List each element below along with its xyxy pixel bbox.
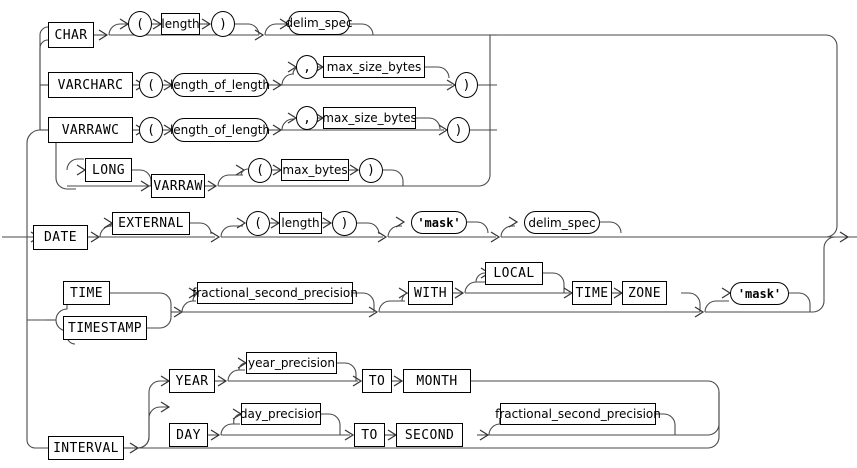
- node-timestamp[interactable]: TIMESTAMP: [63, 316, 147, 340]
- node-lparen-date[interactable]: (: [246, 211, 270, 236]
- node-length-of-length-varrawc[interactable]: length_of_length: [170, 118, 270, 142]
- node-fractional-second-precision-time[interactable]: fractional_second_precision: [192, 282, 358, 304]
- node-rparen-varrawc[interactable]: ): [447, 117, 470, 143]
- node-rparen-date[interactable]: ): [332, 211, 357, 236]
- node-length-date[interactable]: length: [279, 212, 322, 234]
- node-length-char[interactable]: length: [161, 13, 200, 35]
- node-long[interactable]: LONG: [85, 158, 132, 182]
- node-length-of-length-varcharc[interactable]: length_of_length: [170, 73, 270, 97]
- node-local[interactable]: LOCAL: [485, 262, 543, 285]
- node-max-bytes[interactable]: max_bytes: [281, 159, 349, 181]
- node-lparen-varrawc[interactable]: (: [139, 117, 163, 143]
- node-comma-varrawc[interactable]: ,: [296, 106, 318, 130]
- node-day[interactable]: DAY: [169, 423, 208, 447]
- node-lparen-char[interactable]: (: [128, 11, 152, 37]
- node-to-month[interactable]: TO: [362, 369, 392, 393]
- node-comma-varcharc[interactable]: ,: [296, 55, 318, 79]
- node-year[interactable]: YEAR: [169, 369, 215, 393]
- node-rparen-char[interactable]: ): [211, 11, 235, 37]
- node-zone[interactable]: ZONE: [622, 281, 667, 305]
- node-external[interactable]: EXTERNAL: [112, 212, 190, 235]
- node-interval[interactable]: INTERVAL: [48, 436, 124, 460]
- node-mask-date[interactable]: 'mask': [411, 211, 467, 234]
- node-month[interactable]: MONTH: [403, 369, 471, 393]
- node-to-second[interactable]: TO: [354, 423, 385, 447]
- node-date[interactable]: DATE: [33, 225, 88, 250]
- node-varrawc[interactable]: VARRAWC: [48, 117, 133, 143]
- node-time-zone-time[interactable]: TIME: [572, 281, 612, 305]
- node-year-precision[interactable]: year_precision: [246, 352, 337, 374]
- node-mask-time[interactable]: 'mask': [730, 282, 789, 305]
- node-delim-spec-date[interactable]: delim_spec: [524, 211, 600, 234]
- node-rparen-varcharc[interactable]: ): [455, 72, 478, 98]
- node-second[interactable]: SECOND: [396, 423, 463, 447]
- node-char[interactable]: CHAR: [48, 22, 94, 48]
- node-lparen-varraw[interactable]: (: [248, 158, 272, 183]
- node-varraw[interactable]: VARRAW: [151, 174, 205, 198]
- node-max-size-bytes-varcharc[interactable]: max_size_bytes: [323, 56, 425, 78]
- node-varcharc[interactable]: VARCHARC: [48, 72, 133, 98]
- node-rparen-varraw[interactable]: ): [359, 158, 383, 183]
- node-with[interactable]: WITH: [408, 281, 453, 305]
- node-day-precision[interactable]: day_precision: [240, 403, 322, 425]
- node-max-size-bytes-varrawc[interactable]: max_size_bytes: [322, 107, 417, 129]
- node-fractional-second-precision-second[interactable]: fractional_second_precision: [495, 403, 661, 425]
- node-time[interactable]: TIME: [63, 281, 110, 305]
- node-delim-spec-char[interactable]: delim_spec: [285, 11, 353, 35]
- node-lparen-varcharc[interactable]: (: [139, 72, 163, 98]
